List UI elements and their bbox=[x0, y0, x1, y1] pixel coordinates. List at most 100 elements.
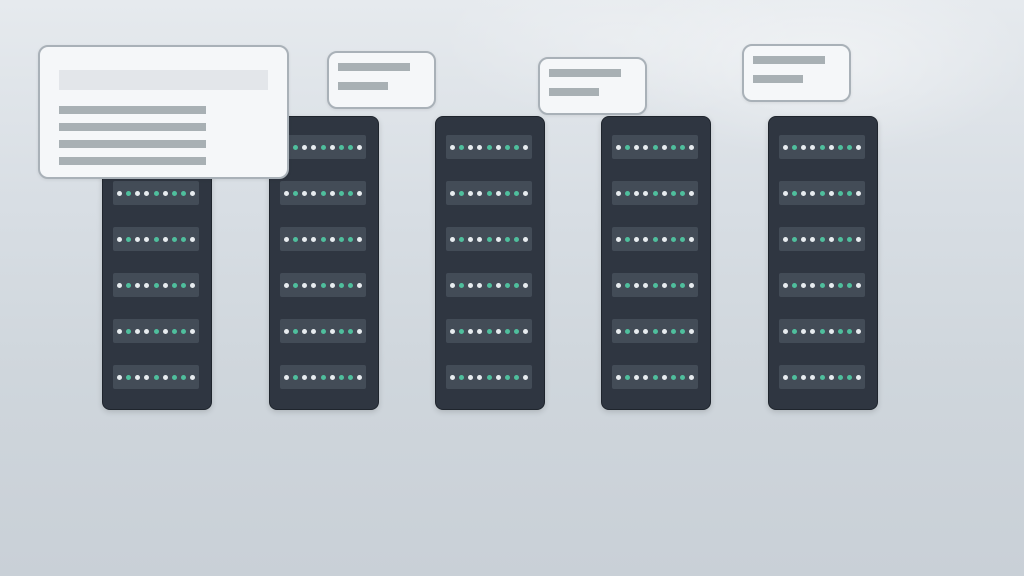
info-card-small-3 bbox=[742, 44, 851, 102]
status-led-green bbox=[504, 236, 510, 242]
status-led-white bbox=[135, 190, 141, 196]
status-led-green bbox=[347, 236, 353, 242]
status-led-white bbox=[284, 236, 289, 242]
status-led-white bbox=[468, 282, 474, 288]
status-led-white bbox=[810, 328, 816, 334]
status-led-green bbox=[486, 374, 492, 380]
status-led-white bbox=[810, 144, 816, 150]
status-led-white bbox=[162, 328, 168, 334]
status-led-green bbox=[180, 328, 186, 334]
status-led-green bbox=[486, 190, 492, 196]
status-led-green bbox=[819, 282, 825, 288]
status-led-white bbox=[135, 374, 141, 380]
status-led-white bbox=[311, 282, 317, 288]
status-led-white bbox=[634, 236, 640, 242]
status-led-white bbox=[783, 374, 788, 380]
status-led-white bbox=[828, 236, 834, 242]
status-led-green bbox=[837, 282, 843, 288]
status-led-white bbox=[468, 236, 474, 242]
rack-unit bbox=[612, 227, 698, 251]
rack-unit bbox=[779, 319, 865, 343]
status-led-green bbox=[819, 190, 825, 196]
status-led-white bbox=[828, 144, 834, 150]
status-led-green bbox=[153, 328, 159, 334]
status-led-white bbox=[783, 190, 788, 196]
status-led-green bbox=[293, 190, 299, 196]
status-led-white bbox=[144, 190, 150, 196]
status-led-green bbox=[846, 282, 852, 288]
status-led-green bbox=[347, 374, 353, 380]
status-led-white bbox=[450, 236, 455, 242]
status-led-green bbox=[293, 282, 299, 288]
rack-unit bbox=[612, 365, 698, 389]
status-led-green bbox=[679, 282, 685, 288]
status-led-green bbox=[652, 144, 658, 150]
status-led-green bbox=[126, 236, 132, 242]
info-card-large bbox=[38, 45, 289, 179]
status-led-green bbox=[320, 282, 326, 288]
status-led-white bbox=[477, 374, 483, 380]
status-led-white bbox=[311, 144, 317, 150]
status-led-white bbox=[450, 328, 455, 334]
status-led-green bbox=[819, 328, 825, 334]
status-led-green bbox=[459, 282, 465, 288]
status-led-white bbox=[329, 282, 335, 288]
status-led-green bbox=[320, 236, 326, 242]
status-led-white bbox=[856, 282, 861, 288]
status-led-white bbox=[634, 374, 640, 380]
status-led-white bbox=[450, 374, 455, 380]
status-led-green bbox=[670, 236, 676, 242]
status-led-green bbox=[347, 190, 353, 196]
server-rack-2 bbox=[269, 116, 379, 410]
status-led-white bbox=[616, 144, 621, 150]
status-led-green bbox=[347, 282, 353, 288]
status-led-green bbox=[171, 282, 177, 288]
status-led-green bbox=[338, 328, 344, 334]
status-led-white bbox=[616, 282, 621, 288]
status-led-white bbox=[329, 374, 335, 380]
status-led-green bbox=[347, 328, 353, 334]
status-led-white bbox=[856, 144, 861, 150]
status-led-green bbox=[792, 144, 798, 150]
status-led-green bbox=[459, 374, 465, 380]
rack-unit bbox=[113, 319, 199, 343]
status-led-green bbox=[126, 190, 132, 196]
status-led-green bbox=[459, 190, 465, 196]
status-led-green bbox=[652, 374, 658, 380]
status-led-green bbox=[459, 144, 465, 150]
status-led-green bbox=[652, 282, 658, 288]
status-led-white bbox=[856, 236, 861, 242]
status-led-green bbox=[320, 144, 326, 150]
status-led-white bbox=[357, 190, 362, 196]
status-led-white bbox=[661, 236, 667, 242]
status-led-white bbox=[477, 144, 483, 150]
status-led-white bbox=[144, 282, 150, 288]
status-led-white bbox=[329, 144, 335, 150]
status-led-white bbox=[162, 374, 168, 380]
status-led-white bbox=[468, 190, 474, 196]
status-led-white bbox=[810, 190, 816, 196]
status-led-white bbox=[284, 328, 289, 334]
status-led-white bbox=[661, 282, 667, 288]
status-led-white bbox=[302, 190, 308, 196]
status-led-white bbox=[828, 328, 834, 334]
status-led-white bbox=[117, 328, 122, 334]
rack-unit bbox=[612, 273, 698, 297]
rack-unit bbox=[446, 273, 532, 297]
status-led-white bbox=[357, 374, 362, 380]
status-led-green bbox=[846, 328, 852, 334]
status-led-green bbox=[180, 282, 186, 288]
status-led-green bbox=[625, 282, 631, 288]
rack-unit bbox=[446, 365, 532, 389]
status-led-green bbox=[459, 328, 465, 334]
status-led-white bbox=[477, 328, 483, 334]
status-led-green bbox=[513, 374, 519, 380]
status-led-green bbox=[792, 328, 798, 334]
status-led-white bbox=[783, 282, 788, 288]
status-led-green bbox=[679, 328, 685, 334]
rack-unit bbox=[446, 135, 532, 159]
status-led-white bbox=[135, 236, 141, 242]
status-led-green bbox=[180, 374, 186, 380]
status-led-green bbox=[293, 328, 299, 334]
status-led-green bbox=[153, 236, 159, 242]
